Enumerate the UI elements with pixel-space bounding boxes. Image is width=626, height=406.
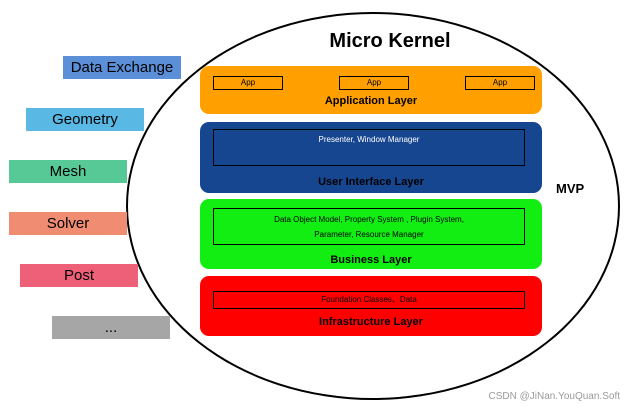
watermark: CSDN @JiNan.YouQuan.Soft [488, 391, 620, 402]
ui-content-box: Presenter, Window Manager [213, 129, 525, 166]
app-box: App [465, 76, 535, 90]
application-layer: App App App Application Layer [200, 66, 542, 114]
application-layer-label: Application Layer [324, 95, 418, 107]
business-layer-label: Business Layer [330, 254, 412, 266]
ui-content-text: Presenter, Window Manager [318, 135, 420, 144]
user-interface-layer: Presenter, Window Manager User Interface… [200, 122, 542, 193]
side-item-more: ... [52, 316, 170, 339]
kernel-ellipse [126, 12, 620, 400]
business-content-box: Data Object Model, Property System , Plu… [213, 208, 525, 245]
mvp-label: MVP [556, 181, 585, 196]
app-box: App [339, 76, 409, 90]
user-interface-layer-label: User Interface Layer [318, 176, 424, 188]
side-item-data-exchange: Data Exchange [63, 56, 181, 79]
business-layer: Data Object Model, Property System , Plu… [200, 199, 542, 269]
business-content-line2: Parameter, Resource Manager [314, 230, 424, 239]
infrastructure-content-box: Foundation Classes、Data [213, 291, 525, 309]
side-item-geometry: Geometry [26, 108, 144, 131]
side-item-solver: Solver [9, 212, 127, 235]
infrastructure-content-text: Foundation Classes、Data [321, 295, 417, 304]
business-content-line1: Data Object Model, Property System , Plu… [274, 215, 464, 224]
side-item-post: Post [20, 264, 138, 287]
diagram-title: Micro Kernel [329, 30, 451, 52]
infrastructure-layer: Foundation Classes、Data Infrastructure L… [200, 276, 542, 336]
side-item-mesh: Mesh [9, 160, 127, 183]
infrastructure-layer-label: Infrastructure Layer [319, 316, 423, 328]
app-box: App [213, 76, 283, 90]
